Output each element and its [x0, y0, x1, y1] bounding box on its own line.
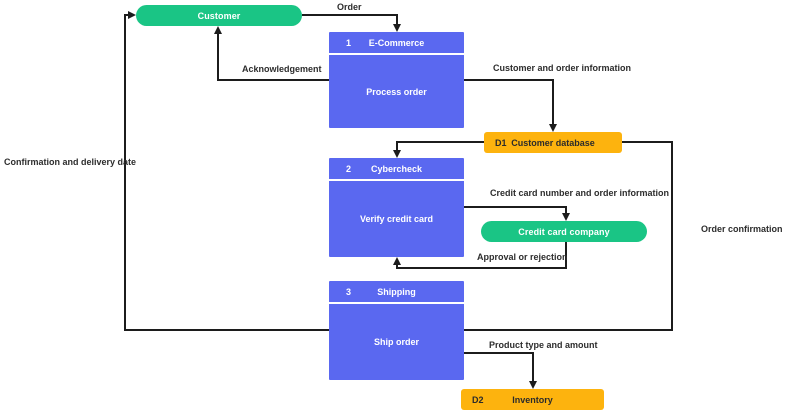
entity-credit-card-company: Credit card company	[481, 221, 647, 242]
flow-label-approval-or-rejection: Approval or rejection	[477, 252, 568, 262]
process-cybercheck-body-label: Verify credit card	[359, 214, 434, 224]
process-cybercheck: 2 Cybercheck Verify credit card	[329, 158, 464, 257]
flow-label-customer-and-order-information: Customer and order information	[493, 63, 632, 73]
datastore-d2-id: D2	[472, 394, 484, 405]
flow-label-credit-card-number-and-order-information: Credit card number and order information	[490, 188, 670, 198]
process-ecommerce-body-label: Process order	[366, 86, 427, 97]
datastore-d2-inventory: D2 Inventory	[461, 389, 604, 410]
flow-order-arrowhead	[393, 24, 401, 32]
flow-d1-to-verify-arrowhead	[393, 150, 401, 158]
entity-customer: Customer	[136, 5, 302, 26]
datastore-d1-customer-database: D1 Customer database	[484, 132, 622, 153]
flow-label-order-confirmation: Order confirmation	[701, 224, 783, 234]
flow-order-confirmation-line	[464, 141, 673, 331]
datastore-d1-label: Customer database	[511, 137, 595, 148]
process-ecommerce-title: E-Commerce	[368, 37, 425, 48]
flow-order-line	[302, 14, 398, 25]
process-cybercheck-header: 2 Cybercheck	[329, 158, 464, 181]
flow-label-confirmation-and-delivery-date: Confirmation and delivery date	[4, 157, 137, 167]
flow-product-arrowhead	[529, 381, 537, 389]
process-ecommerce-number: 1	[346, 37, 352, 48]
process-cybercheck-number: 2	[346, 163, 352, 174]
process-shipping-body: Ship order	[329, 304, 464, 380]
flow-label-order: Order	[337, 2, 362, 12]
entity-customer-label: Customer	[197, 10, 241, 21]
flow-confirmation-date-arrowhead	[128, 11, 136, 19]
datastore-d1-id: D1	[495, 137, 507, 148]
process-shipping-body-label: Ship order	[373, 337, 419, 347]
flow-acknowledgement-line	[217, 33, 329, 81]
process-cybercheck-title: Cybercheck	[370, 163, 423, 174]
flow-label-product-type-and-amount: Product type and amount	[489, 340, 598, 350]
flow-d1-to-verify-line	[396, 141, 484, 150]
flow-customer-info-line	[464, 79, 554, 124]
process-ecommerce-header: 1 E-Commerce	[329, 32, 464, 55]
flow-cc-number-line	[464, 206, 567, 213]
flow-confirmation-date-line	[124, 14, 329, 331]
process-shipping-title: Shipping	[377, 286, 416, 297]
flow-approval-line	[396, 242, 567, 269]
flow-product-line	[464, 352, 534, 381]
flow-customer-info-arrowhead	[549, 124, 557, 132]
process-shipping: 3 Shipping Ship order	[329, 281, 464, 380]
flow-label-acknowledgement: Acknowledgement	[242, 64, 322, 74]
datastore-d2-label: Inventory	[512, 394, 553, 405]
flow-acknowledgement-arrowhead	[214, 26, 222, 34]
process-ecommerce: 1 E-Commerce Process order	[329, 32, 464, 128]
process-ecommerce-body: Process order	[329, 55, 464, 128]
process-shipping-number: 3	[346, 286, 352, 297]
process-cybercheck-body: Verify credit card	[329, 181, 464, 257]
flow-cc-number-arrowhead	[562, 213, 570, 221]
flow-approval-arrowhead	[393, 257, 401, 265]
process-shipping-header: 3 Shipping	[329, 281, 464, 304]
entity-credit-card-company-label: Credit card company	[518, 226, 610, 237]
